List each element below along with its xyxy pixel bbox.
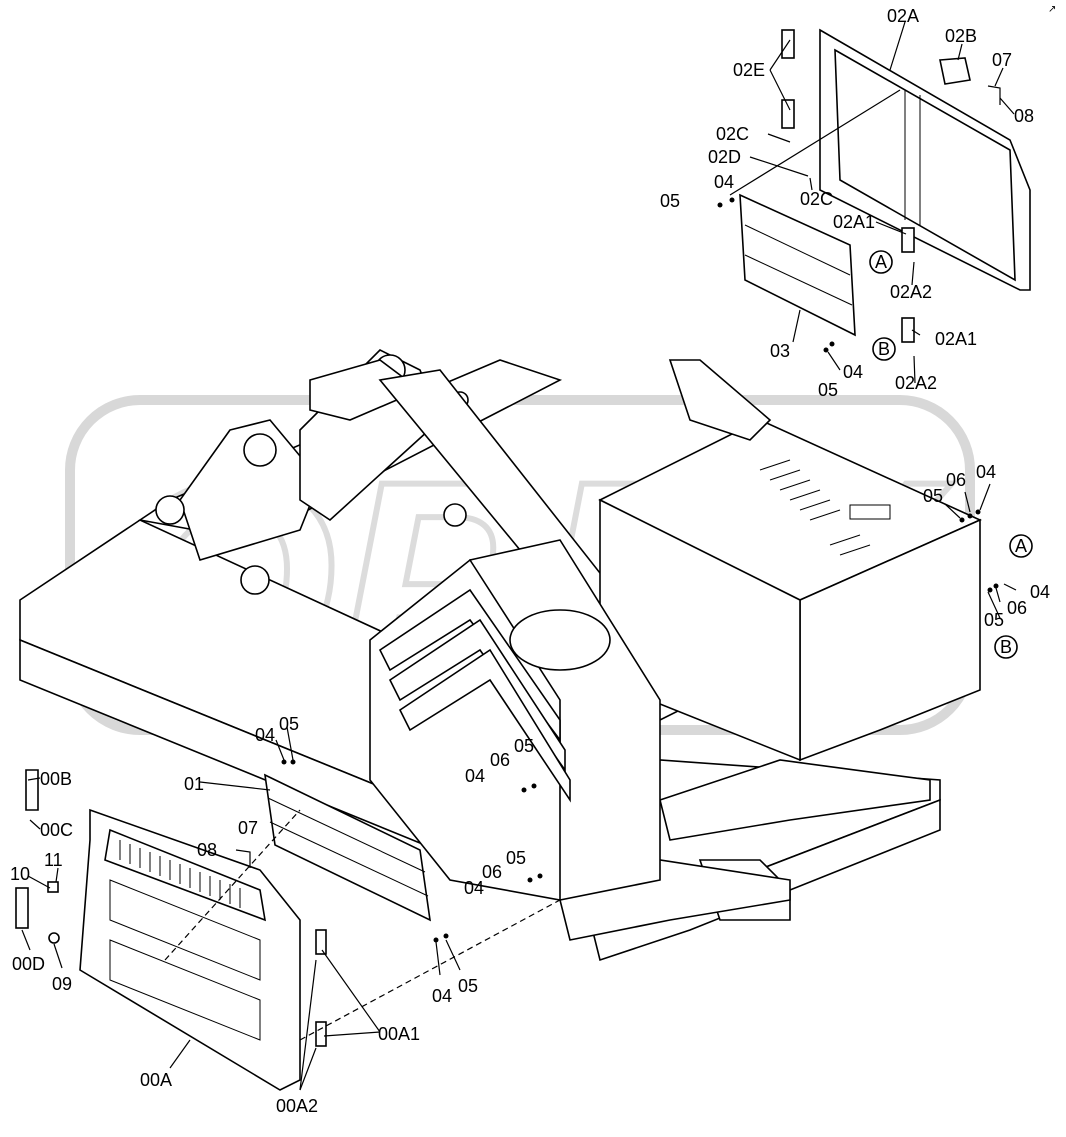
label-00A: 00A	[140, 1070, 172, 1090]
main-frame	[19, 349, 982, 962]
label-05-l1: 05	[279, 714, 299, 734]
label-00A1: 00A1	[378, 1024, 420, 1044]
label-02A1-a: 02A1	[833, 212, 875, 232]
label-02D: 02D	[708, 147, 741, 167]
label-03: 03	[770, 341, 790, 361]
label-05-b: 05	[458, 976, 478, 996]
label-00A2: 00A2	[276, 1096, 318, 1116]
label-02C-b: 02C	[800, 189, 833, 209]
corner-glyph: ↗	[1048, 4, 1056, 15]
label-06-r2: 06	[1007, 598, 1027, 618]
label-09: 09	[52, 974, 72, 994]
label-04-c1: 04	[465, 766, 485, 786]
label-02A: 02A	[887, 6, 919, 26]
upper-exploded-parts	[739, 28, 1031, 343]
label-A-top: A	[875, 252, 887, 272]
label-06-r1: 06	[946, 470, 966, 490]
label-04-r1: 04	[976, 462, 996, 482]
label-04-r2: 04	[1030, 582, 1050, 602]
label-04-c2: 04	[464, 878, 484, 898]
label-05-r2: 05	[984, 610, 1004, 630]
label-02C-a: 02C	[716, 124, 749, 144]
label-01: 01	[184, 774, 204, 794]
label-00C: 00C	[40, 820, 73, 840]
label-05-r1: 05	[923, 486, 943, 506]
label-A-side: A	[1015, 536, 1027, 556]
label-02B: 02B	[945, 26, 977, 46]
label-00B: 00B	[40, 769, 72, 789]
fastener-points	[281, 197, 999, 943]
label-11: 11	[44, 850, 63, 870]
label-08-top: 08	[1014, 106, 1034, 126]
part-labels: 02A 02B 07 08 02E 02C 02D 02C 04 05 02A1…	[10, 6, 1050, 1116]
label-04-l1: 04	[255, 725, 275, 745]
label-02E: 02E	[733, 60, 765, 80]
label-06-c1: 06	[490, 750, 510, 770]
label-06-c2: 06	[482, 862, 502, 882]
label-05-top: 05	[660, 191, 680, 211]
label-B-top: B	[878, 339, 890, 359]
lower-exploded-parts	[15, 769, 432, 1091]
label-05-c1: 05	[514, 736, 534, 756]
label-B-side: B	[1000, 637, 1012, 657]
label-05-c2: 05	[506, 848, 526, 868]
label-02A1-b: 02A1	[935, 329, 977, 349]
label-05-mid: 05	[818, 380, 838, 400]
label-10: 10	[10, 864, 30, 884]
label-04-top: 04	[714, 172, 734, 192]
label-02A2-a: 02A2	[890, 282, 932, 302]
label-04-mid: 04	[843, 362, 863, 382]
label-04-b: 04	[432, 986, 452, 1006]
label-07-bot: 07	[238, 818, 258, 838]
leader-lines	[21, 21, 1017, 1091]
label-00D: 00D	[12, 954, 45, 974]
label-08-bot: 08	[197, 840, 217, 860]
label-07-top: 07	[992, 50, 1012, 70]
label-02A2-b: 02A2	[895, 373, 937, 393]
